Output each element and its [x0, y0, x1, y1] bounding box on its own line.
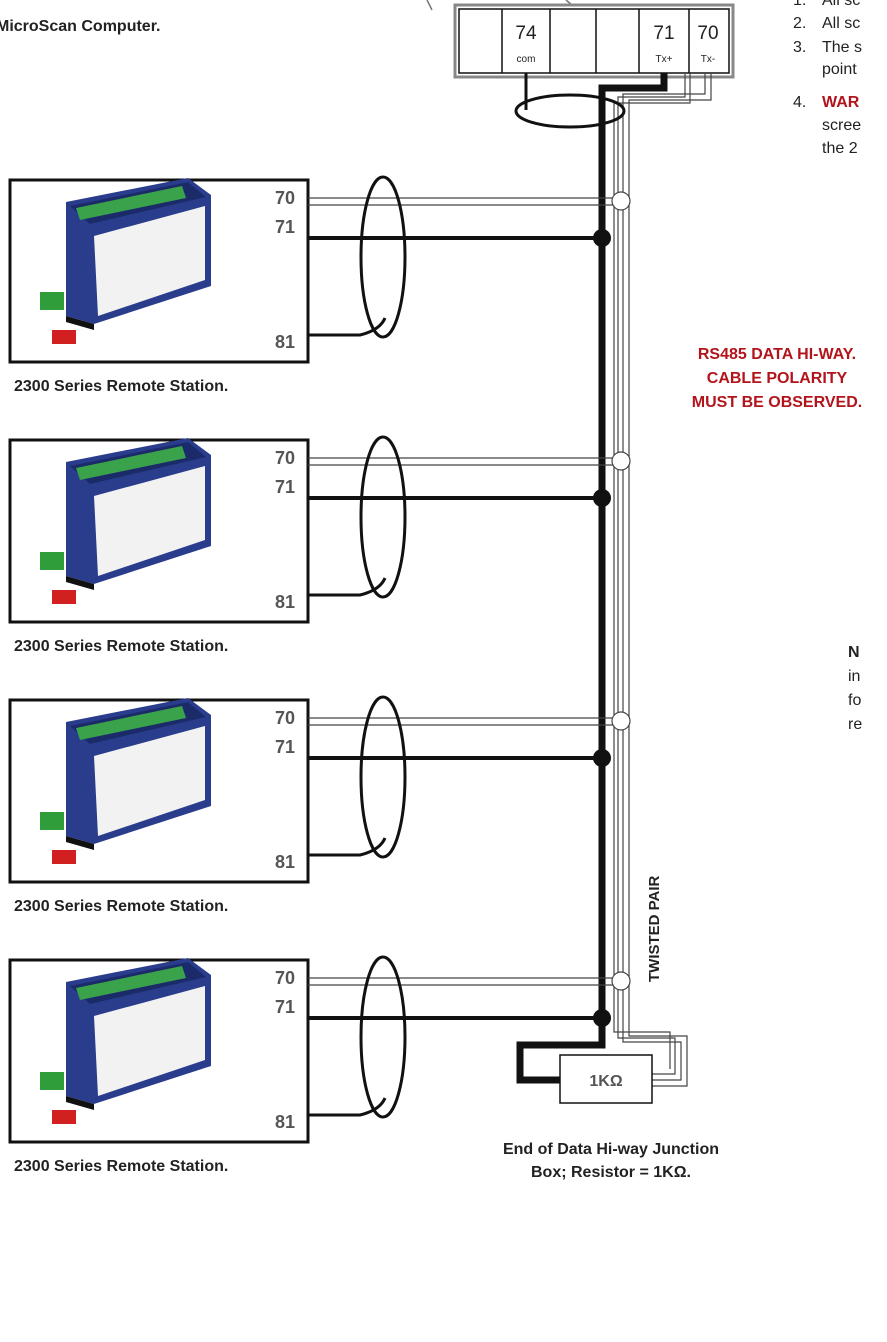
note-text: All sc	[822, 0, 860, 9]
terminal-70-label: 70	[275, 968, 295, 988]
side-note-line: in	[848, 668, 860, 685]
side-note: N in fo re	[848, 644, 862, 733]
terminal-number: 70	[697, 23, 718, 44]
junction-ring	[611, 191, 631, 211]
station-device-image	[40, 178, 211, 344]
resistor-caption-line2: Box; Resistor = 1KΩ.	[531, 1164, 691, 1181]
notes-list: 1. All sc 2. All sc 3. The s point 4. WA…	[793, 0, 862, 157]
junction-dot	[593, 229, 611, 247]
tx-minus-trunk	[613, 73, 712, 1087]
terminal-71-label: 71	[275, 477, 295, 497]
junction-ring	[611, 451, 631, 471]
note-text: The s	[822, 39, 862, 56]
terminal-sub: com	[517, 54, 536, 65]
note-num: 4.	[793, 94, 806, 111]
terminal-sub: Tx-	[701, 54, 715, 65]
station-device-image	[40, 438, 211, 604]
terminal-number: 71	[653, 23, 674, 44]
side-note-line: re	[848, 716, 862, 733]
hiway-label-line: MUST BE OBSERVED.	[692, 394, 862, 411]
junction-ring	[611, 971, 631, 991]
cable-screen-ellipse	[359, 435, 407, 599]
terminal-71: 71 Tx+	[653, 23, 674, 65]
terminal-70: 70 Tx-	[697, 23, 718, 65]
note-text: the 2	[822, 140, 858, 157]
cable-screen-ellipse	[514, 93, 626, 129]
station-caption: 2300 Series Remote Station.	[14, 898, 228, 915]
terminal-70-label: 70	[275, 448, 295, 468]
cable-screen-ellipse	[359, 175, 407, 339]
terminal-71-label: 71	[275, 997, 295, 1017]
terminal-71-label: 71	[275, 217, 295, 237]
tx-plus-trunk	[516, 73, 668, 1084]
cable-screen-ellipse	[359, 695, 407, 859]
note-text: All sc	[822, 15, 860, 32]
terminal-70-label: 70	[275, 708, 295, 728]
station-device-image	[40, 698, 211, 864]
computer-terminal-block: 74 com 71 Tx+ 70 Tx-	[426, 0, 735, 79]
hiway-label-line: CABLE POLARITY	[707, 370, 848, 387]
note-num: 1.	[793, 0, 806, 9]
station-4: 70 71 81 2300 Series Remote Station.	[8, 955, 631, 1175]
terminal-74: 74 com	[515, 23, 537, 65]
note-warning: WAR	[822, 94, 860, 111]
note-num: 3.	[793, 39, 806, 56]
terminal-70-label: 70	[275, 188, 295, 208]
terminal-81-label: 81	[275, 1112, 295, 1132]
junction-dot	[593, 749, 611, 767]
note-num: 2.	[793, 15, 806, 32]
terminal-81-label: 81	[275, 592, 295, 612]
resistor-value: 1KΩ	[589, 1073, 622, 1090]
resistor-caption-line1: End of Data Hi-way Junction	[503, 1141, 719, 1158]
side-note-line: N	[848, 644, 860, 661]
hiway-polarity-label: RS485 DATA HI-WAY. CABLE POLARITY MUST B…	[692, 346, 862, 411]
station-device-image	[40, 958, 211, 1124]
terminal-81-label: 81	[275, 852, 295, 872]
station-caption: 2300 Series Remote Station.	[14, 1158, 228, 1175]
hiway-label-line: RS485 DATA HI-WAY.	[698, 346, 856, 363]
terminal-sub: Tx+	[656, 54, 673, 65]
junction-dot	[593, 489, 611, 507]
junction-ring	[611, 711, 631, 731]
side-note-line: fo	[848, 692, 861, 709]
station-3: 70 71 81 2300 Series Remote Station.	[8, 695, 631, 915]
station-caption: 2300 Series Remote Station.	[14, 378, 228, 395]
terminal-81-label: 81	[275, 332, 295, 352]
station-1: 70 71 81 2300 Series Remote Station.	[8, 175, 631, 395]
note-text: point	[822, 61, 857, 78]
end-resistor: 1KΩ	[559, 1054, 653, 1104]
station-2: 70 71 81 2300 Series Remote Station.	[8, 435, 631, 655]
station-caption: 2300 Series Remote Station.	[14, 638, 228, 655]
terminal-number: 74	[515, 23, 537, 44]
junction-dot	[593, 1009, 611, 1027]
cable-screen-ellipse	[359, 955, 407, 1119]
note-text: scree	[822, 117, 861, 134]
computer-caption: MicroScan Computer.	[0, 18, 160, 35]
terminal-71-label: 71	[275, 737, 295, 757]
twisted-pair-label: TWISTED PAIR	[646, 875, 663, 982]
